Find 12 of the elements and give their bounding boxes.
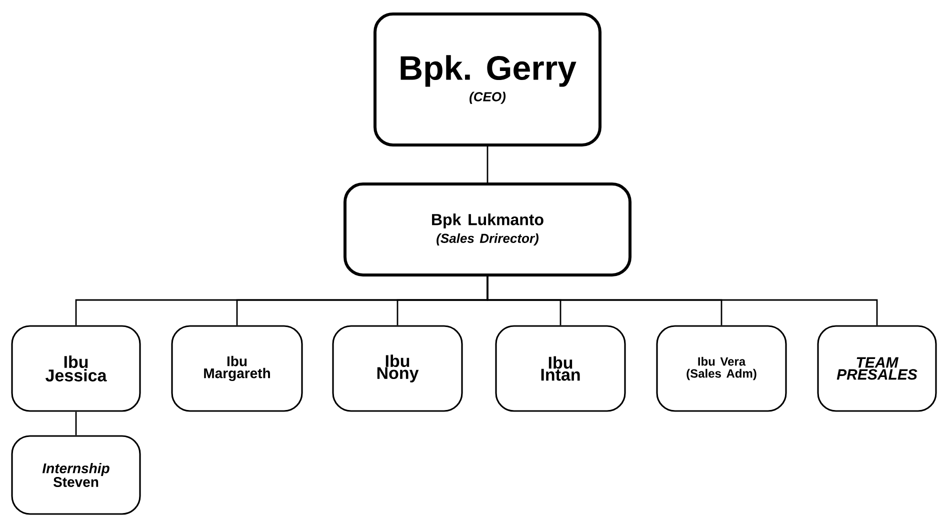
staff-box: Ibu Intan: [495, 325, 626, 412]
intern-box: Internship Steven: [11, 435, 141, 515]
ceo-box: Bpk. Gerry (CEO): [374, 12, 602, 146]
staff-box: Ibu Nony: [332, 325, 463, 412]
staff-box: Ibu Jessica: [11, 325, 141, 412]
connector-line: [75, 412, 77, 436]
connector-line: [486, 146, 488, 182]
staff-box: Ibu Vera (Sales Adm): [656, 325, 787, 412]
staff-box: Ibu Margareth: [171, 325, 303, 412]
team-box: TEAM PRESALES: [817, 325, 937, 412]
connector-line: [486, 276, 878, 326]
director-box: Bpk Lukmanto (Sales Drirector): [344, 182, 632, 276]
